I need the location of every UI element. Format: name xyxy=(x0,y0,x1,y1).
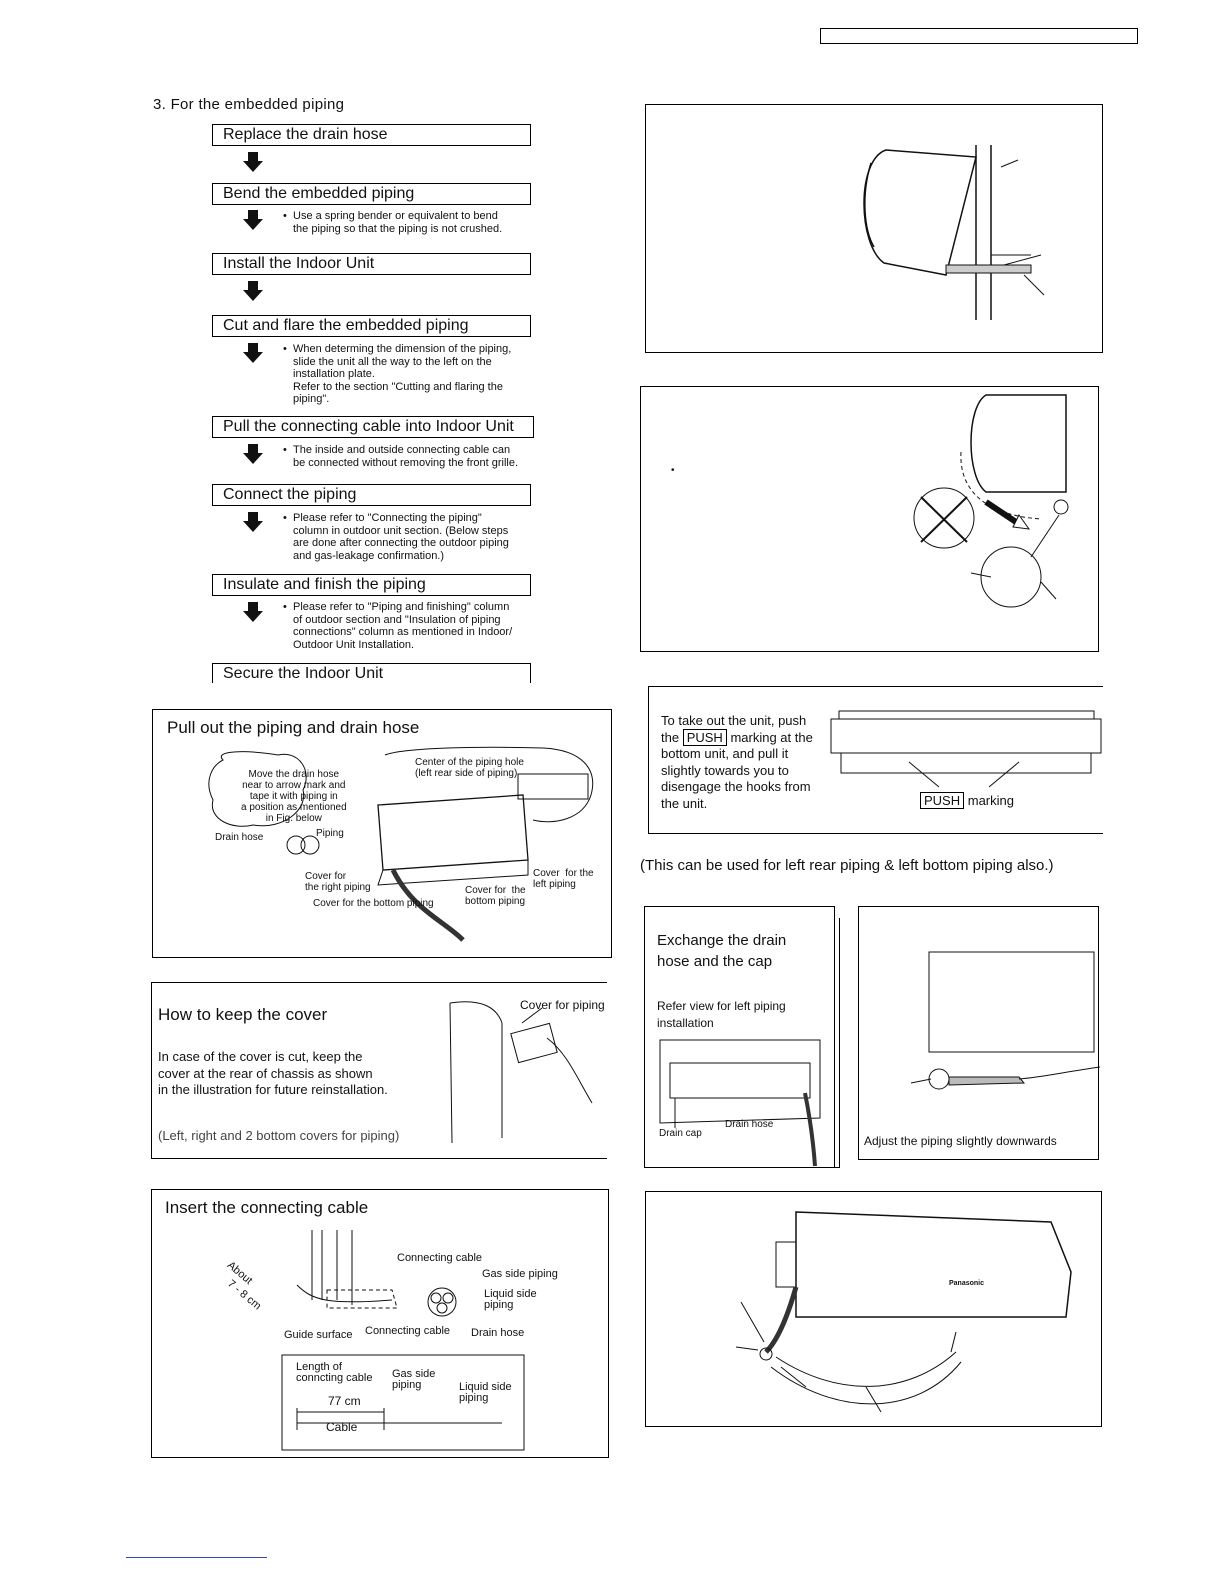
section-title: 3. For the embedded piping xyxy=(153,96,344,113)
liquid-side-label: Liquid side piping xyxy=(484,1289,537,1311)
installation-plate-illustration xyxy=(859,907,1100,1161)
also-note: (This can be used for left rear piping &… xyxy=(640,857,1054,874)
brand-logo: Panasonic xyxy=(949,1278,984,1289)
unit-bottom-illustration xyxy=(649,687,1104,835)
chassis-cover-illustration xyxy=(152,983,608,1160)
panel-push-marking: To take out the unit, push the PUSH mark… xyxy=(648,686,1103,834)
piping-label: Piping xyxy=(316,828,344,839)
drain-hose-label: Drain hose xyxy=(471,1328,524,1339)
down-arrow-icon xyxy=(243,281,263,301)
liquid-side2-label: Liquid side piping xyxy=(459,1382,512,1404)
connecting-cable-top-label: Connecting cable xyxy=(397,1253,482,1264)
down-arrow-icon xyxy=(243,512,263,532)
panel-pull-out: Pull out the piping and drain hose Move … xyxy=(152,709,612,958)
drain-cap-label: Drain cap xyxy=(659,1128,702,1139)
cable-label: Cable xyxy=(326,1422,357,1433)
cover-bottom-label: Cover for the bottom piping xyxy=(313,898,434,909)
step-bend-piping: Bend the embedded piping xyxy=(212,183,531,205)
step-replace-drain-hose: Replace the drain hose xyxy=(212,124,531,146)
cover-left-label: Cover for the left piping xyxy=(533,868,594,890)
guide-surface-label: Guide surface xyxy=(284,1330,352,1341)
panel-embedded-pipe-figure xyxy=(645,104,1103,353)
down-arrow-icon xyxy=(243,210,263,230)
drain-hose-label: Drain hose xyxy=(215,832,263,843)
step-cut-flare: Cut and flare the embedded piping xyxy=(212,315,531,337)
push-marking-label: PUSH marking xyxy=(920,793,1014,810)
gas-side-label: Gas side piping xyxy=(482,1269,558,1280)
panel-hook-figure: • xyxy=(640,386,1099,652)
move-drain-note: Move the drain hose near to arrow mark a… xyxy=(241,769,347,824)
step-insulate: Insulate and finish the piping xyxy=(212,574,531,596)
gas-side2-label: Gas side piping xyxy=(392,1369,435,1391)
drain-hose-label: Drain hose xyxy=(725,1119,773,1130)
length-label: Length of conncting cable xyxy=(296,1362,372,1384)
down-arrow-icon xyxy=(243,343,263,363)
panel-installation-plate: Adjust the piping slightly downwards xyxy=(858,906,1099,1160)
cover-right-label: Cover for the right piping xyxy=(305,871,371,893)
panel-insert-cable: Insert the connecting cable About 7 - 8 … xyxy=(151,1189,609,1458)
panel-keep-cover: How to keep the cover In case of the cov… xyxy=(151,982,607,1159)
step-connect-piping: Connect the piping xyxy=(212,484,531,506)
indoor-unit-side-illustration xyxy=(646,105,1104,354)
panel-unit-piping: Panasonic xyxy=(645,1191,1102,1427)
adjust-label: Adjust the piping slightly downwards xyxy=(864,1136,1057,1147)
down-arrow-icon xyxy=(243,152,263,172)
header-box xyxy=(820,28,1138,44)
footer-link-underline xyxy=(126,1557,267,1558)
panel-exchange-drain-inner: Exchange the drain hose and the cap Refe… xyxy=(644,918,840,1168)
indoor-unit-front-illustration xyxy=(646,1192,1103,1428)
step-pull-cable: Pull the connecting cable into Indoor Un… xyxy=(212,416,534,438)
step-secure-unit: Secure the Indoor Unit xyxy=(212,663,531,683)
connecting-cable-bottom-label: Connecting cable xyxy=(365,1326,450,1337)
center-hole-note: Center of the piping hole (left rear sid… xyxy=(415,757,524,779)
down-arrow-icon xyxy=(243,602,263,622)
down-arrow-icon xyxy=(243,444,263,464)
cover-bottom2-label: Cover for the bottom piping xyxy=(465,885,526,907)
step-install-indoor-unit: Install the Indoor Unit xyxy=(212,253,531,275)
cm77-label: 77 cm xyxy=(328,1396,361,1407)
hook-detail-illustration xyxy=(641,387,1100,653)
